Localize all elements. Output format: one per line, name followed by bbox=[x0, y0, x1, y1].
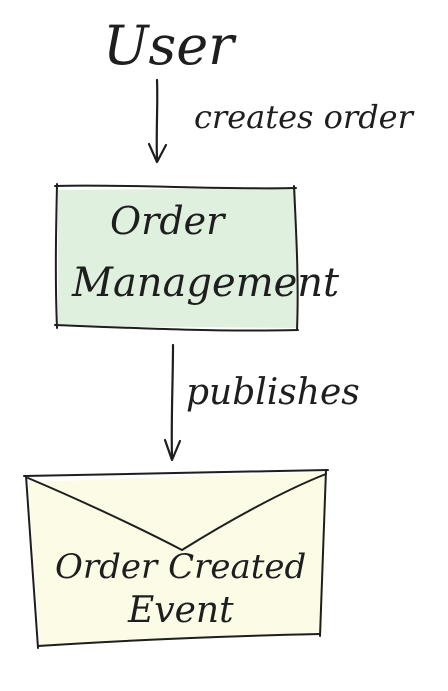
order-management-label-1: Order bbox=[110, 199, 227, 243]
edge-label-creates-order: creates order bbox=[194, 98, 415, 136]
edge-label-publishes: publishes bbox=[186, 372, 360, 413]
order-management-label-2: Management bbox=[71, 260, 340, 306]
arrow-publishes bbox=[163, 343, 182, 462]
envelope-icon bbox=[23, 469, 329, 649]
order-management-box bbox=[54, 183, 299, 332]
event-label-1: Order Created bbox=[55, 547, 306, 587]
arrow-creates-order bbox=[147, 78, 168, 164]
order-management-fill bbox=[58, 188, 298, 328]
event-label-2: Event bbox=[127, 590, 234, 631]
actor-label: User bbox=[103, 14, 237, 77]
event-fill bbox=[28, 472, 326, 646]
